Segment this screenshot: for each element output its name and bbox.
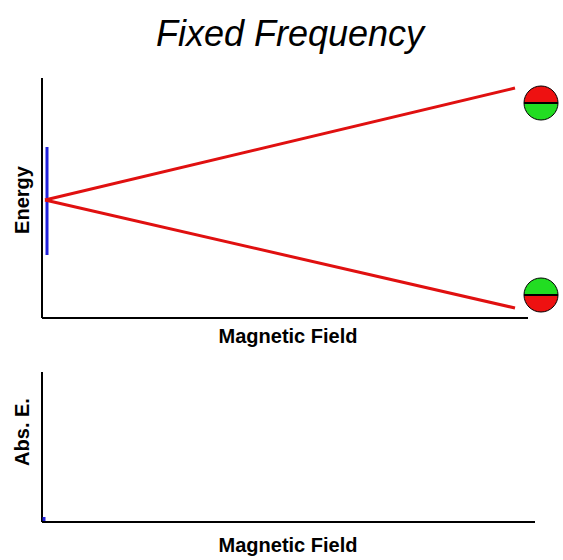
absorption-trace xyxy=(43,517,46,521)
diagram-title: Fixed Frequency xyxy=(156,14,424,54)
lower-energy-level xyxy=(45,200,515,308)
y-axis xyxy=(41,372,43,522)
spin-up-icon xyxy=(524,86,558,120)
x-axis-label: Magnetic Field xyxy=(219,534,358,556)
spin-down-icon xyxy=(524,278,558,312)
x-axis xyxy=(42,521,535,523)
absorption-plot xyxy=(42,372,535,522)
y-axis-label: Abs. E. xyxy=(11,398,33,466)
x-axis-label: Magnetic Field xyxy=(219,325,358,347)
y-axis-label: Energy xyxy=(11,166,33,234)
y-axis xyxy=(41,78,43,318)
energy-plot xyxy=(42,78,558,318)
upper-energy-level xyxy=(45,88,515,200)
x-axis xyxy=(42,317,528,319)
